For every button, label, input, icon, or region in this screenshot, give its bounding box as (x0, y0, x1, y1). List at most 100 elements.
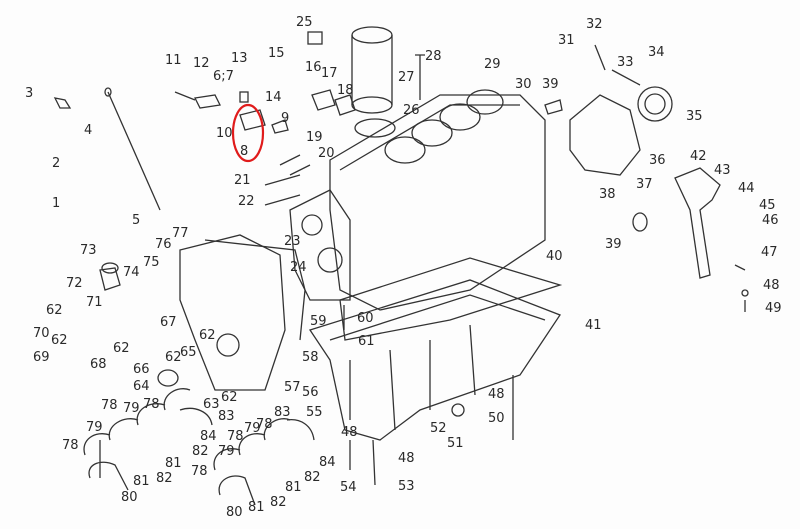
part-label-18: 18 (337, 83, 354, 98)
part-label-31: 31 (558, 33, 575, 48)
part-label-23: 23 (284, 234, 301, 249)
part-label-60: 60 (357, 311, 374, 326)
part-label-82: 82 (304, 470, 321, 485)
part-label-28: 28 (425, 49, 442, 64)
part-label-63: 63 (203, 397, 220, 412)
part-label-78: 78 (143, 397, 160, 412)
part-label-26: 26 (403, 103, 420, 118)
small-parts (53, 31, 749, 486)
part-label-1: 1 (52, 196, 60, 211)
part-label-56: 56 (302, 385, 319, 400)
part-label-27: 27 (398, 70, 415, 85)
part-label-82: 82 (192, 444, 209, 459)
part-label-38: 38 (599, 187, 616, 202)
part-label-17: 17 (321, 66, 338, 81)
part-label-65: 65 (180, 345, 197, 360)
part-label-66: 66 (133, 362, 150, 377)
part-label-39: 39 (542, 77, 559, 92)
part-label-35: 35 (686, 109, 703, 124)
part-label-49: 49 (765, 301, 782, 316)
part-label-69: 69 (33, 350, 50, 365)
part-label-6-7: 6;7 (213, 69, 234, 84)
part-label-78: 78 (227, 429, 244, 444)
part-label-43: 43 (714, 163, 731, 178)
part-label-84: 84 (319, 455, 336, 470)
part-label-82: 82 (270, 495, 287, 510)
part-label-73: 73 (80, 243, 97, 258)
part-label-47: 47 (761, 245, 778, 260)
part-label-54: 54 (340, 480, 357, 495)
part-label-16: 16 (305, 60, 322, 75)
part-label-4: 4 (84, 123, 92, 138)
part-label-45: 45 (759, 198, 776, 213)
part-label-83: 83 (218, 409, 235, 424)
part-label-55: 55 (306, 405, 323, 420)
highlight-circle (231, 103, 265, 163)
part-label-79: 79 (218, 444, 235, 459)
part-label-48: 48 (763, 278, 780, 293)
part-label-52: 52 (430, 421, 447, 436)
part-label-30: 30 (515, 77, 532, 92)
part-label-58: 58 (302, 350, 319, 365)
part-label-79: 79 (86, 420, 103, 435)
part-label-74: 74 (123, 265, 140, 280)
part-label-13: 13 (231, 51, 248, 66)
part-label-83: 83 (274, 405, 291, 420)
part-label-81: 81 (248, 500, 265, 515)
part-label-70: 70 (33, 326, 50, 341)
oil-pan-gasket (339, 257, 563, 341)
part-label-80: 80 (226, 505, 243, 520)
part-label-8: 8 (240, 144, 248, 159)
part-label-68: 68 (90, 357, 107, 372)
part-label-37: 37 (636, 177, 653, 192)
part-label-29: 29 (484, 57, 501, 72)
dipstick (104, 87, 161, 211)
part-label-39: 39 (605, 237, 622, 252)
oil-filler-pipe (632, 167, 746, 279)
part-label-41: 41 (585, 318, 602, 333)
part-label-25: 25 (296, 15, 313, 30)
part-label-82: 82 (156, 471, 173, 486)
part-label-42: 42 (690, 149, 707, 164)
rear-seal-housing (569, 44, 673, 176)
oil-pan (308, 279, 561, 441)
part-label-10: 10 (216, 126, 233, 141)
engine-block (289, 89, 546, 311)
part-label-72: 72 (66, 276, 83, 291)
part-label-67: 67 (160, 315, 177, 330)
part-label-33: 33 (617, 55, 634, 70)
part-label-62: 62 (46, 303, 63, 318)
part-label-76: 76 (155, 237, 172, 252)
part-label-62: 62 (199, 328, 216, 343)
part-label-48: 48 (398, 451, 415, 466)
part-label-3: 3 (25, 86, 33, 101)
part-label-14: 14 (265, 90, 282, 105)
part-label-40: 40 (546, 249, 563, 264)
part-label-21: 21 (234, 173, 251, 188)
part-label-59: 59 (310, 314, 327, 329)
part-label-48: 48 (341, 425, 358, 440)
part-label-36: 36 (649, 153, 666, 168)
part-label-57: 57 (284, 380, 301, 395)
part-label-81: 81 (133, 474, 150, 489)
part-label-50: 50 (488, 411, 505, 426)
part-label-84: 84 (200, 429, 217, 444)
part-label-53: 53 (398, 479, 415, 494)
part-label-77: 77 (172, 226, 189, 241)
part-label-62: 62 (51, 333, 68, 348)
timing-cover (157, 234, 306, 391)
part-label-81: 81 (165, 456, 182, 471)
part-label-24: 24 (290, 260, 307, 275)
cylinder-liner (351, 26, 396, 138)
part-label-34: 34 (648, 45, 665, 60)
main-bearings (83, 388, 315, 506)
part-label-78: 78 (191, 464, 208, 479)
part-label-32: 32 (586, 17, 603, 32)
part-label-78: 78 (256, 417, 273, 432)
part-label-12: 12 (193, 56, 210, 71)
part-label-2: 2 (52, 156, 60, 171)
part-label-71: 71 (86, 295, 103, 310)
